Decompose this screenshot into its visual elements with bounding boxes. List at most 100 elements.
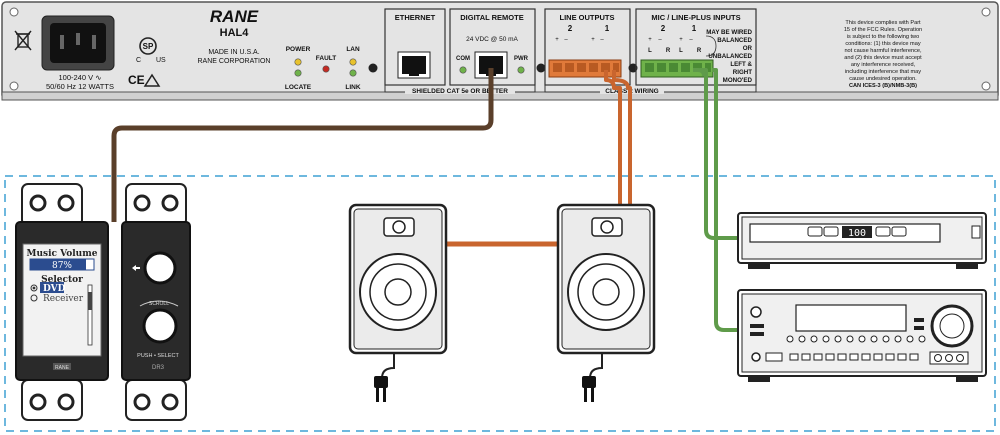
pin-label: –	[600, 37, 604, 43]
radio-selected-icon	[30, 284, 38, 292]
line-output-connector-icon	[548, 59, 622, 78]
fcc-line: and (2) this device must accept	[844, 55, 922, 61]
dvd-player: 100	[737, 212, 987, 269]
option-highlight	[40, 282, 64, 293]
pin-label: –	[689, 37, 693, 43]
volume-knob-icon	[930, 304, 974, 348]
headphone-jack-icon	[751, 352, 761, 362]
made-in-label: MADE IN U.S.A.	[208, 49, 259, 56]
arrow-left-icon	[132, 265, 136, 271]
balanced-note: BALANCED	[717, 37, 752, 44]
power-led-icon	[294, 58, 302, 66]
pin-label: R	[666, 48, 671, 54]
remote-cable	[111, 68, 494, 222]
digital-remote-spec: 24 VDC @ 50 mA	[466, 36, 518, 43]
line-outputs-title: LINE OUTPUTS	[559, 13, 614, 22]
speaker-right	[556, 203, 656, 402]
screen-title: Music Volume	[27, 249, 98, 259]
com-label: COM	[456, 56, 470, 62]
volume-value: 87%	[52, 261, 72, 271]
fcc-line: is subject to the following two	[847, 34, 919, 40]
fcc-line: any interference received,	[851, 62, 916, 68]
corp-label: RANE CORPORATION	[198, 58, 271, 65]
fcc-line: cause undesired operation.	[849, 76, 917, 82]
power-plug-icon	[374, 376, 388, 402]
receiver-power-icon	[750, 306, 762, 318]
fcc-line: This device complies with Part	[845, 20, 921, 26]
mic-line-inputs-section	[635, 8, 757, 86]
mic-input-cables	[693, 68, 738, 332]
rear-panel: 100-240 V ∿ 50/60 Hz 12 WATTS SP C US CE…	[1, 1, 999, 101]
remote-brand-badge	[53, 363, 71, 370]
pin-label: +	[591, 37, 595, 43]
fcc-line: not cause harmful interference,	[844, 48, 922, 54]
power-rating-1: 100-240 V ∿	[59, 73, 102, 82]
com-led-icon	[459, 66, 467, 74]
woofer-icon	[567, 253, 645, 331]
pin-label: R	[697, 48, 702, 54]
link-led-icon	[349, 69, 357, 77]
locate-led-label: LOCATE	[285, 84, 312, 91]
line-output-cables	[446, 70, 632, 247]
rack-screw-icon	[981, 7, 991, 17]
scroll-arc-icon	[139, 300, 179, 307]
volume-bar-fill	[30, 259, 86, 270]
line-out-ch2-label: 2	[568, 24, 573, 33]
speaker-left	[348, 203, 448, 402]
remote-brand-small: RANE	[55, 365, 70, 371]
shielded-cable-note: SHIELDED CAT 5e OR BETTER	[412, 88, 508, 95]
push-select-label: PUSH • SELECT	[137, 353, 179, 359]
weee-bin-icon	[14, 30, 32, 51]
rack-screw-icon	[981, 81, 991, 91]
usb-port-icon	[765, 352, 783, 362]
fault-led-label: FAULT	[316, 55, 336, 62]
or-note: OR	[743, 45, 753, 52]
unbalanced-note: UNBALANCED	[708, 53, 752, 60]
mic-in-ch2-label: 2	[661, 24, 666, 33]
svg-text:CE: CE	[128, 73, 145, 87]
pwr-label: PWR	[514, 56, 529, 62]
iec-power-inlet-icon	[41, 15, 115, 71]
locate-led-icon	[294, 69, 302, 77]
top-knob-icon	[143, 251, 177, 285]
fcc-notice: This device complies with Part 15 of the…	[844, 20, 922, 89]
monoed-note: MONO'ED	[723, 77, 753, 84]
power-led-label: POWER	[286, 46, 311, 53]
digital-remote-title: DIGITAL REMOTE	[460, 13, 523, 22]
fault-led-icon	[322, 65, 330, 73]
radio-unselected-icon	[30, 294, 38, 302]
ethernet-section	[384, 8, 446, 86]
rack-screw-icon	[9, 81, 19, 91]
remote-model-small: DR3	[152, 365, 165, 371]
option-receiver: Receiver	[43, 294, 84, 304]
dvd-display	[842, 226, 872, 238]
left-right-note: LEFT &	[730, 61, 752, 68]
ethernet-port-icon	[397, 51, 431, 79]
radio-dot-icon	[32, 286, 36, 290]
receiver-display	[795, 304, 907, 332]
pin-label: +	[555, 37, 559, 43]
power-plug-icon	[582, 376, 596, 402]
select-knob-icon	[142, 308, 178, 344]
ground-screw-icon	[536, 63, 546, 73]
mic-line-title: MIC / LINE-PLUS INPUTS	[651, 13, 740, 22]
pin-label: –	[658, 37, 662, 43]
dvd-display-value: 100	[848, 228, 866, 239]
av-receiver	[737, 289, 987, 382]
may-be-wired-note: MAY BE WIRED	[706, 29, 752, 36]
line-outputs-section	[544, 8, 631, 86]
right-note: RIGHT	[733, 69, 752, 76]
ethernet-title: ETHERNET	[395, 13, 436, 22]
fcc-line: including interference that may	[845, 69, 921, 75]
pin-label: L	[648, 48, 652, 54]
csa-cert-icon: SP C US	[136, 37, 166, 64]
selector-label: Selector	[41, 275, 83, 285]
ground-screw-icon	[628, 63, 638, 73]
pin-label: L	[679, 48, 683, 54]
rack-screw-icon	[9, 7, 19, 17]
line-out-ch1-label: 1	[605, 24, 610, 33]
svg-text:SP: SP	[143, 42, 154, 51]
model-name: HAL4	[220, 27, 250, 39]
option-dvd: DVD	[43, 284, 66, 294]
